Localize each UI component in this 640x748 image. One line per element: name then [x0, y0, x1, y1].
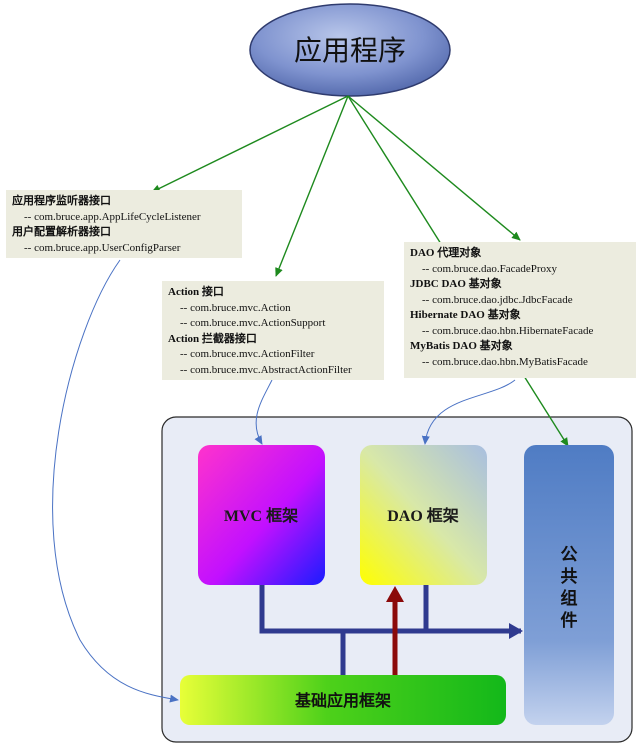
note-line: Action 拦截器接口: [168, 332, 257, 345]
listener-interface-note: 应用程序监听器接口 -- com.bruce.app.AppLifeCycleL…: [6, 190, 242, 258]
note-line: Hibernate DAO 基对象: [410, 309, 521, 321]
arrow-to-action-note: [275, 95, 349, 277]
dao-framework-block: [360, 445, 487, 585]
note-line: 用户配置解析器接口: [12, 226, 111, 238]
arrow-to-dao-note: [347, 95, 521, 241]
note-line: -- com.bruce.dao.jdbc.JdbcFacade: [422, 293, 573, 306]
note-line: -- com.bruce.mvc.Action: [180, 301, 291, 314]
base-to-dao-arrowhead: [386, 586, 404, 602]
note-line: JDBC DAO 基对象: [410, 278, 502, 290]
note-line: -- com.bruce.mvc.ActionFilter: [180, 348, 315, 360]
curve-listener-to-base: [52, 259, 179, 703]
application-title: 应用程序: [294, 35, 406, 67]
note-line: -- com.bruce.dao.hbn.MyBatisFacade: [422, 355, 588, 368]
dao-framework-label: DAO 框架: [387, 506, 459, 525]
action-interface-note: Action 接口 -- com.bruce.mvc.Action -- com…: [162, 281, 384, 380]
arrow-to-listener-note: [151, 95, 349, 193]
note-line: -- com.bruce.app.AppLifeCycleListener: [24, 210, 201, 223]
mvc-framework-block: [198, 445, 325, 585]
curve-dao-note-to-dao: [421, 379, 516, 445]
note-line: -- com.bruce.dao.hbn.HibernateFacade: [422, 324, 594, 337]
application-ellipse: [249, 3, 451, 97]
curve-action-to-mvc: [254, 379, 273, 445]
common-component-char-3: 组: [561, 588, 578, 608]
note-line: -- com.bruce.dao.FacadeProxy: [422, 262, 558, 275]
note-line: -- com.bruce.mvc.ActionSupport: [180, 317, 326, 329]
note-line: DAO 代理对象: [410, 247, 482, 259]
common-component-block: [524, 445, 614, 725]
dao-object-note: DAO 代理对象 -- com.bruce.dao.FacadeProxy JD…: [404, 242, 636, 378]
common-component-char-1: 公: [561, 545, 578, 564]
mvc-to-common-connector: [259, 585, 523, 639]
note-line: 应用程序监听器接口: [12, 195, 111, 207]
common-component-char-2: 共: [561, 567, 578, 586]
base-framework-label: 基础应用框架: [294, 691, 391, 710]
note-line: MyBatis DAO 基对象: [410, 340, 513, 352]
mvc-framework-label: MVC 框架: [224, 506, 298, 525]
note-line: -- com.bruce.mvc.AbstractActionFilter: [180, 363, 352, 376]
note-line: -- com.bruce.app.UserConfigParser: [24, 241, 181, 254]
common-component-char-4: 件: [561, 610, 578, 630]
note-line: Action 接口: [168, 286, 224, 298]
base-framework-block: [180, 675, 506, 725]
